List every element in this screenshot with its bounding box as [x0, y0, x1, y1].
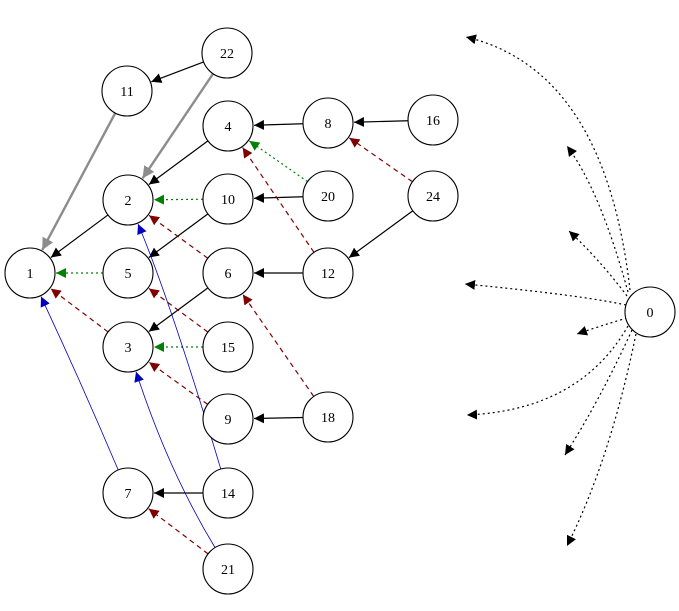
node-circle: [202, 100, 254, 152]
node-label: 6: [225, 267, 232, 282]
edge-21-to-7: [148, 508, 209, 555]
edge-9-to-3: [148, 361, 209, 405]
edge-15-to-5: [148, 287, 209, 333]
node-label: 5: [125, 267, 132, 282]
node-label: 12: [321, 267, 335, 282]
edge-20-to-4: [248, 140, 308, 183]
node-circle: [202, 393, 254, 445]
node-circle: [202, 247, 254, 299]
node-circle: [302, 170, 354, 222]
node-circle: [302, 391, 354, 443]
edge-10-to-5: [148, 213, 209, 259]
node-4: 4: [202, 100, 254, 152]
node-label: 24: [426, 190, 440, 205]
dangling-edge-from-0: [566, 145, 629, 293]
edge-24-to-12: [348, 210, 414, 259]
node-20: 20: [302, 170, 354, 222]
node-18: 18: [302, 391, 354, 443]
node-circle: [102, 174, 154, 226]
node-12: 12: [302, 247, 354, 299]
dangling-edge-from-0: [564, 329, 633, 456]
node-circle: [102, 467, 154, 519]
dangling-edge-from-0: [568, 230, 628, 297]
node-circle: [201, 27, 253, 79]
edge-18-to-6: [242, 294, 315, 397]
node-1: 1: [4, 247, 56, 299]
node-9: 9: [202, 393, 254, 445]
node-7: 7: [102, 467, 154, 519]
node-label: 4: [225, 120, 232, 135]
edge-6-to-2: [148, 214, 209, 259]
node-label: 0: [647, 306, 654, 321]
node-0: 0: [624, 286, 676, 338]
node-circle: [407, 170, 459, 222]
dangling-edge-from-0: [464, 279, 627, 306]
node-circle: [624, 286, 676, 338]
node-21: 21: [202, 543, 254, 595]
edge-18-to-9: [253, 413, 304, 424]
edge-24-to-8: [349, 137, 413, 183]
node-10: 10: [202, 173, 254, 225]
node-14: 14: [202, 467, 254, 519]
edge-7-to-1: [40, 296, 119, 471]
node-24: 24: [407, 170, 459, 222]
edge-22-to-11: [151, 61, 204, 83]
node-8: 8: [302, 97, 354, 149]
dangling-edge-from-0: [465, 34, 631, 291]
node-circle: [202, 321, 254, 373]
node-label: 8: [325, 117, 332, 132]
node-circle: [101, 65, 153, 117]
node-label: 15: [221, 341, 235, 356]
edge-22-to-2: [141, 73, 215, 180]
node-label: 7: [125, 487, 132, 502]
node-label: 3: [125, 341, 132, 356]
node-label: 20: [321, 190, 335, 205]
node-label: 1: [27, 267, 34, 282]
dangling-edge-from-0: [466, 325, 629, 420]
dangling-edge-from-0: [566, 333, 637, 547]
node-5: 5: [102, 247, 154, 299]
node-circle: [202, 543, 254, 595]
edge-11-to-1: [41, 112, 117, 251]
node-circle: [202, 467, 254, 519]
node-label: 11: [120, 85, 133, 100]
edge-21-to-3: [134, 371, 216, 548]
node-circle: [4, 247, 56, 299]
node-22: 22: [201, 27, 253, 79]
dangling-edge-from-0: [576, 317, 628, 336]
node-label: 18: [321, 411, 335, 426]
node-16: 16: [407, 94, 459, 146]
edge-3-to-1: [50, 288, 109, 333]
edge-2-to-1: [50, 214, 109, 258]
node-6: 6: [202, 247, 254, 299]
node-label: 21: [221, 563, 235, 578]
node-circle: [202, 173, 254, 225]
node-label: 16: [426, 114, 440, 129]
node-circle: [102, 321, 154, 373]
node-circle: [302, 247, 354, 299]
node-label: 9: [225, 413, 232, 428]
edge-12-to-4: [242, 147, 315, 253]
edge-20-to-10: [253, 192, 304, 203]
edge-4-to-2: [148, 140, 209, 186]
edge-8-to-4: [253, 119, 304, 130]
edge-16-to-8: [353, 116, 409, 127]
node-label: 2: [125, 194, 132, 209]
node-circle: [302, 97, 354, 149]
node-circle: [407, 94, 459, 146]
node-15: 15: [202, 321, 254, 373]
dangling-edges-group: [464, 34, 637, 547]
node-circle: [102, 247, 154, 299]
node-3: 3: [102, 321, 154, 373]
node-label: 14: [221, 487, 235, 502]
node-11: 11: [101, 65, 153, 117]
node-2: 2: [102, 174, 154, 226]
node-label: 10: [221, 193, 235, 208]
node-label: 22: [220, 47, 234, 62]
